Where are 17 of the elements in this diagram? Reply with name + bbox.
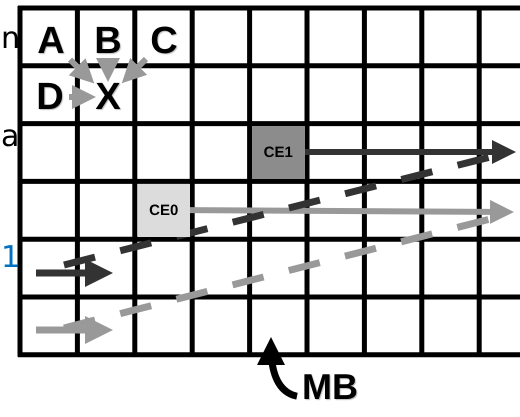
arrow (190, 200, 514, 224)
shaded-cell: CE0 (138, 184, 190, 236)
arrow (96, 58, 120, 82)
shaded-cell: CE1 (252, 126, 304, 178)
block-label: MB (302, 366, 358, 408)
cell-letter: X (95, 76, 121, 118)
arrow (122, 56, 148, 84)
arrow (68, 58, 94, 84)
cell-letter: B (94, 20, 122, 62)
arrow (69, 85, 96, 109)
side-text: n (1, 22, 20, 56)
cell-letter: D (36, 76, 64, 118)
cell-letter: A (37, 20, 65, 62)
arrow (304, 140, 516, 164)
cell-letter: C (150, 20, 178, 62)
side-text: a (1, 120, 20, 154)
side-text: 1 (1, 241, 20, 275)
